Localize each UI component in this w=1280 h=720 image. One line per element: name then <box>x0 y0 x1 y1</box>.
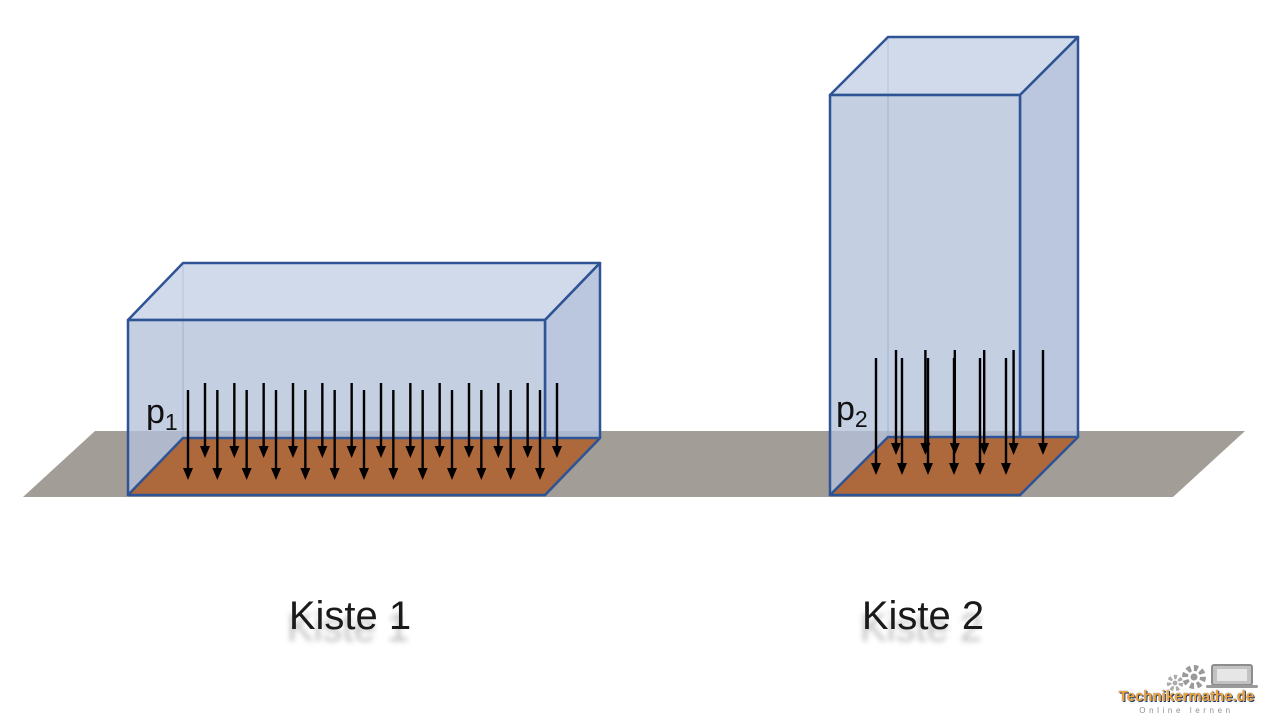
pressure-arrow-head <box>897 463 907 475</box>
p1-subscript: 1 <box>165 409 178 435</box>
watermark-logo-icons <box>1166 663 1258 691</box>
pressure-arrow-head <box>288 446 298 458</box>
pressure-arrow-head <box>522 446 533 458</box>
pressure-arrow-head <box>346 446 357 458</box>
pressure-arrow-head <box>1001 463 1011 475</box>
pressure-arrow-head <box>1038 443 1048 455</box>
box2: p2 <box>828 35 1080 497</box>
box1: p1 <box>126 261 602 497</box>
box1-top-face <box>126 261 602 322</box>
pressure-arrow-head <box>376 446 386 458</box>
p2-symbol: p <box>836 390 855 428</box>
pressure-arrow-head <box>476 468 487 480</box>
p2-subscript: 2 <box>855 406 868 432</box>
pressure-arrow-head <box>949 463 959 475</box>
box1-pressure-arrows <box>183 383 562 480</box>
watermark-brand: Technikermathe.de <box>1118 687 1255 705</box>
pressure-arrow-head <box>271 468 281 480</box>
pressure-arrow-head <box>388 468 399 480</box>
pressure-arrow-head <box>359 468 369 480</box>
pressure-arrow-head <box>923 463 933 475</box>
pressure-arrow-head <box>329 468 340 480</box>
gear-icon <box>1166 664 1206 691</box>
box2-caption-shadow: Kiste 2 <box>860 606 982 650</box>
pressure-arrow-head <box>183 468 193 480</box>
pressure-arrow-head <box>447 468 457 480</box>
box1-caption: Kiste 1 <box>289 594 411 638</box>
box2-right-face <box>1018 35 1080 497</box>
pressure-arrow-head <box>1008 443 1019 455</box>
pressure-arrow-head <box>535 468 545 480</box>
pressure-arrow-head <box>871 463 881 475</box>
box2-pressure-arrows <box>871 350 1048 475</box>
pressure-arrow-head <box>317 446 328 458</box>
p2-label: p2 <box>836 390 868 432</box>
pressure-arrow-head <box>464 446 474 458</box>
pressure-arrow-head <box>405 446 416 458</box>
pressure-arrow-head <box>891 443 901 455</box>
laptop-icon <box>1205 663 1258 688</box>
pressure-arrow-head <box>258 446 269 458</box>
p1-label: p1 <box>146 393 178 435</box>
pressure-arrow-head <box>552 446 562 458</box>
box2-caption: Kiste 2 <box>862 594 984 638</box>
watermark: Technikermathe.de Online lernen <box>1099 661 1274 716</box>
pressure-arrow-head <box>417 468 428 480</box>
pressure-arrow-head <box>200 446 210 458</box>
pressure-arrow-head <box>979 443 990 455</box>
pressure-arrow-head <box>300 468 311 480</box>
watermark-tagline: Online lernen <box>1139 706 1234 716</box>
p1-symbol: p <box>146 393 165 431</box>
pressure-arrow-head <box>505 468 516 480</box>
pressure-arrow-head <box>493 446 504 458</box>
pressure-arrow-head <box>434 446 445 458</box>
box1-caption-shadow: Kiste 1 <box>287 606 409 650</box>
pressure-arrow-head <box>241 468 252 480</box>
pressure-arrow-head <box>975 463 985 475</box>
pressure-arrow-head <box>229 446 240 458</box>
pressure-arrow-head <box>212 468 223 480</box>
